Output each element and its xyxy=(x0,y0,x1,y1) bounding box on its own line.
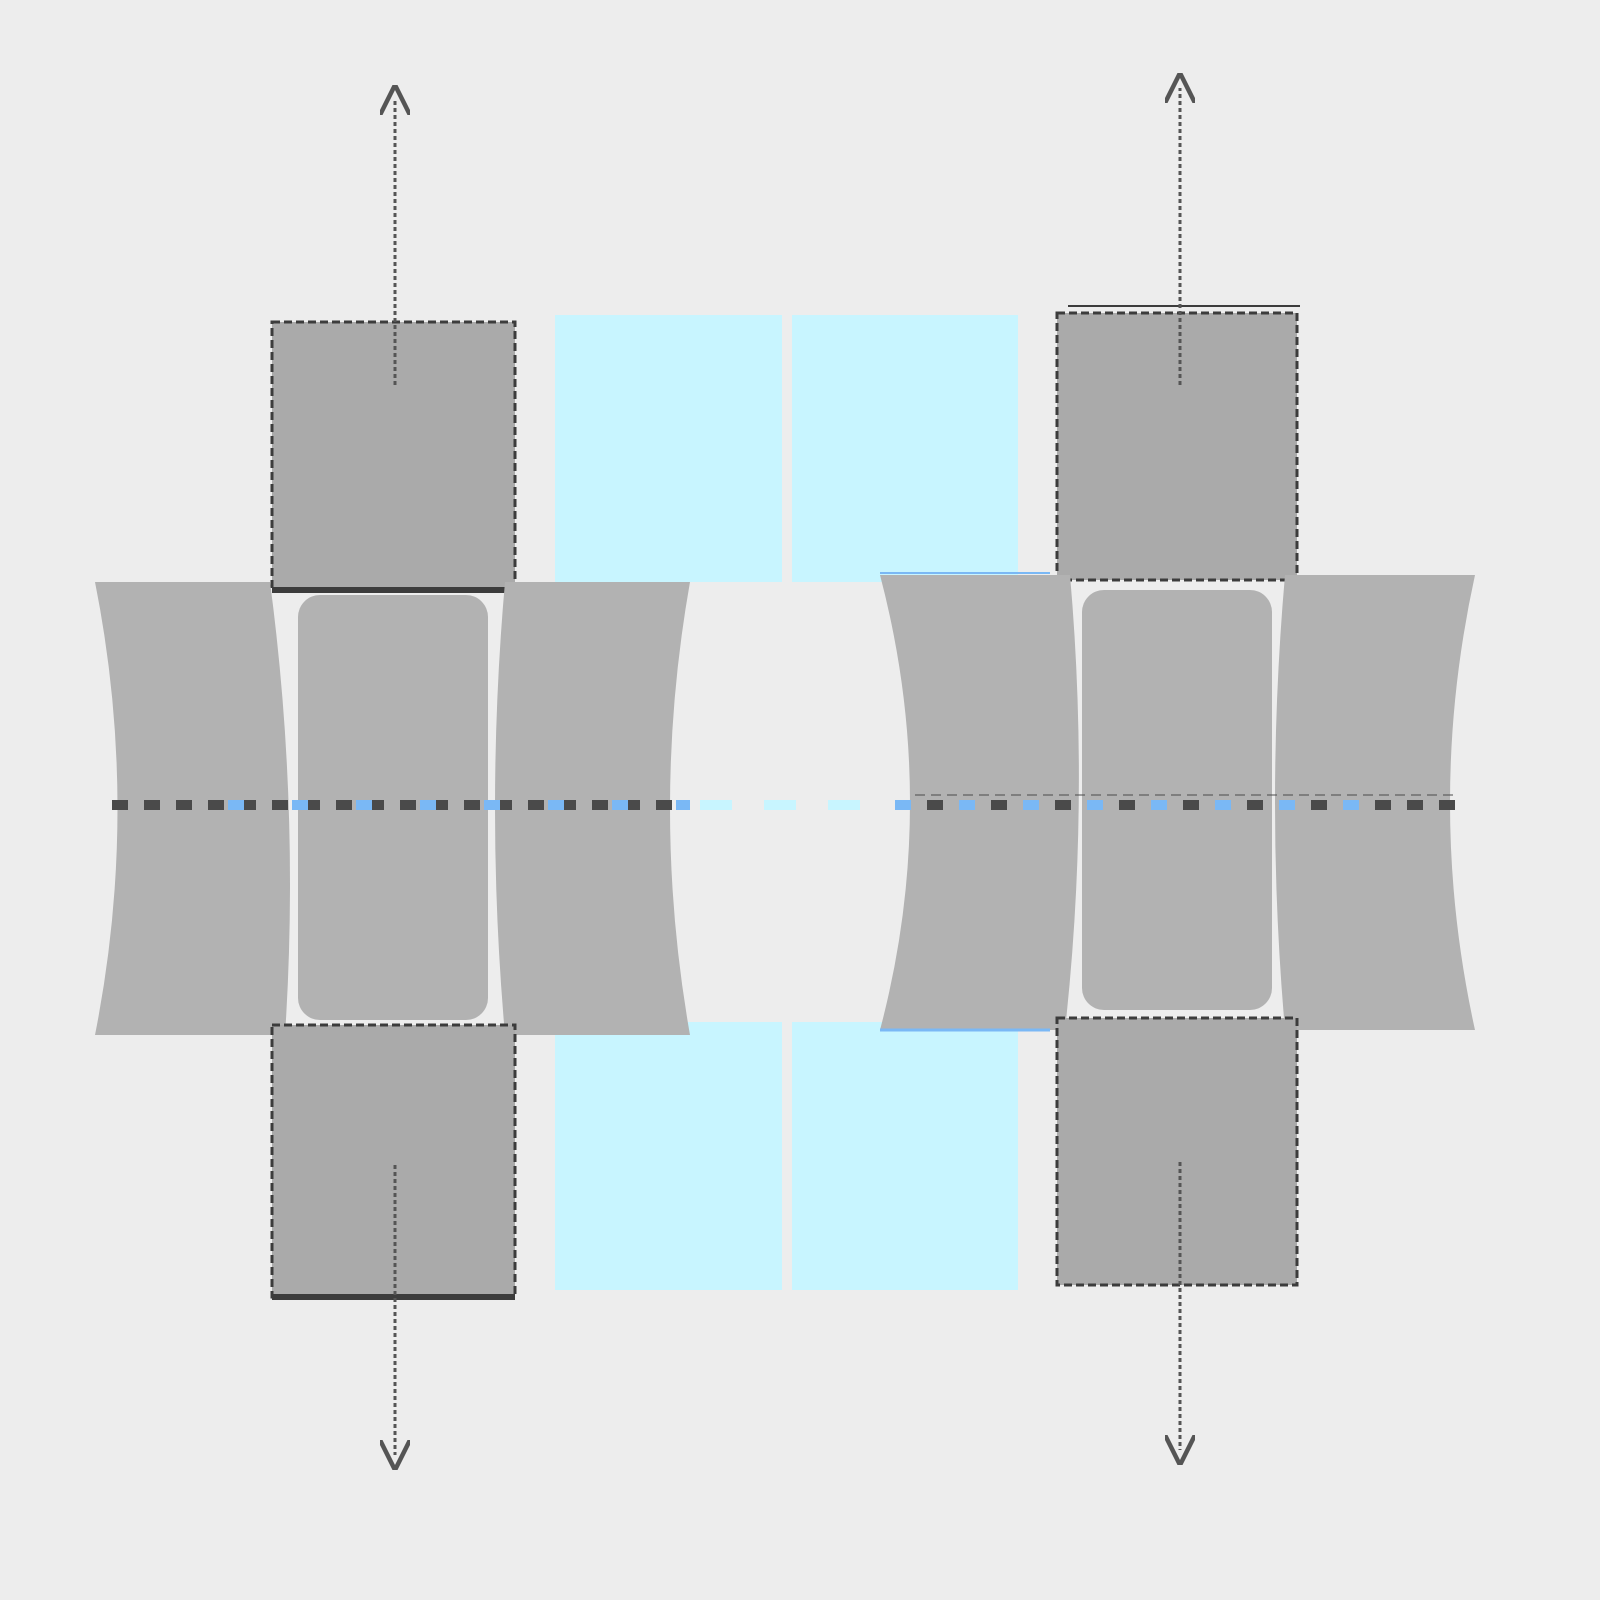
center-highlight-panels xyxy=(555,315,1018,1290)
highlight-panel-bottom-left xyxy=(555,1022,782,1290)
right-top-block xyxy=(1055,311,1299,582)
left-concave-block xyxy=(95,582,290,1035)
highlight-panel-bottom-right xyxy=(792,1022,1018,1290)
right-left-concave-block xyxy=(880,575,1079,1030)
left-assembly xyxy=(95,100,690,1455)
left-top-block xyxy=(270,320,517,592)
right-center-block xyxy=(1082,590,1272,1010)
highlight-panel-top-left xyxy=(555,315,782,582)
right-assembly xyxy=(880,88,1475,1450)
horizontal-axis xyxy=(112,794,1457,810)
left-center-block xyxy=(298,595,488,1020)
highlight-panel-top-right xyxy=(792,315,1018,582)
right-bottom-block xyxy=(1055,1016,1299,1287)
